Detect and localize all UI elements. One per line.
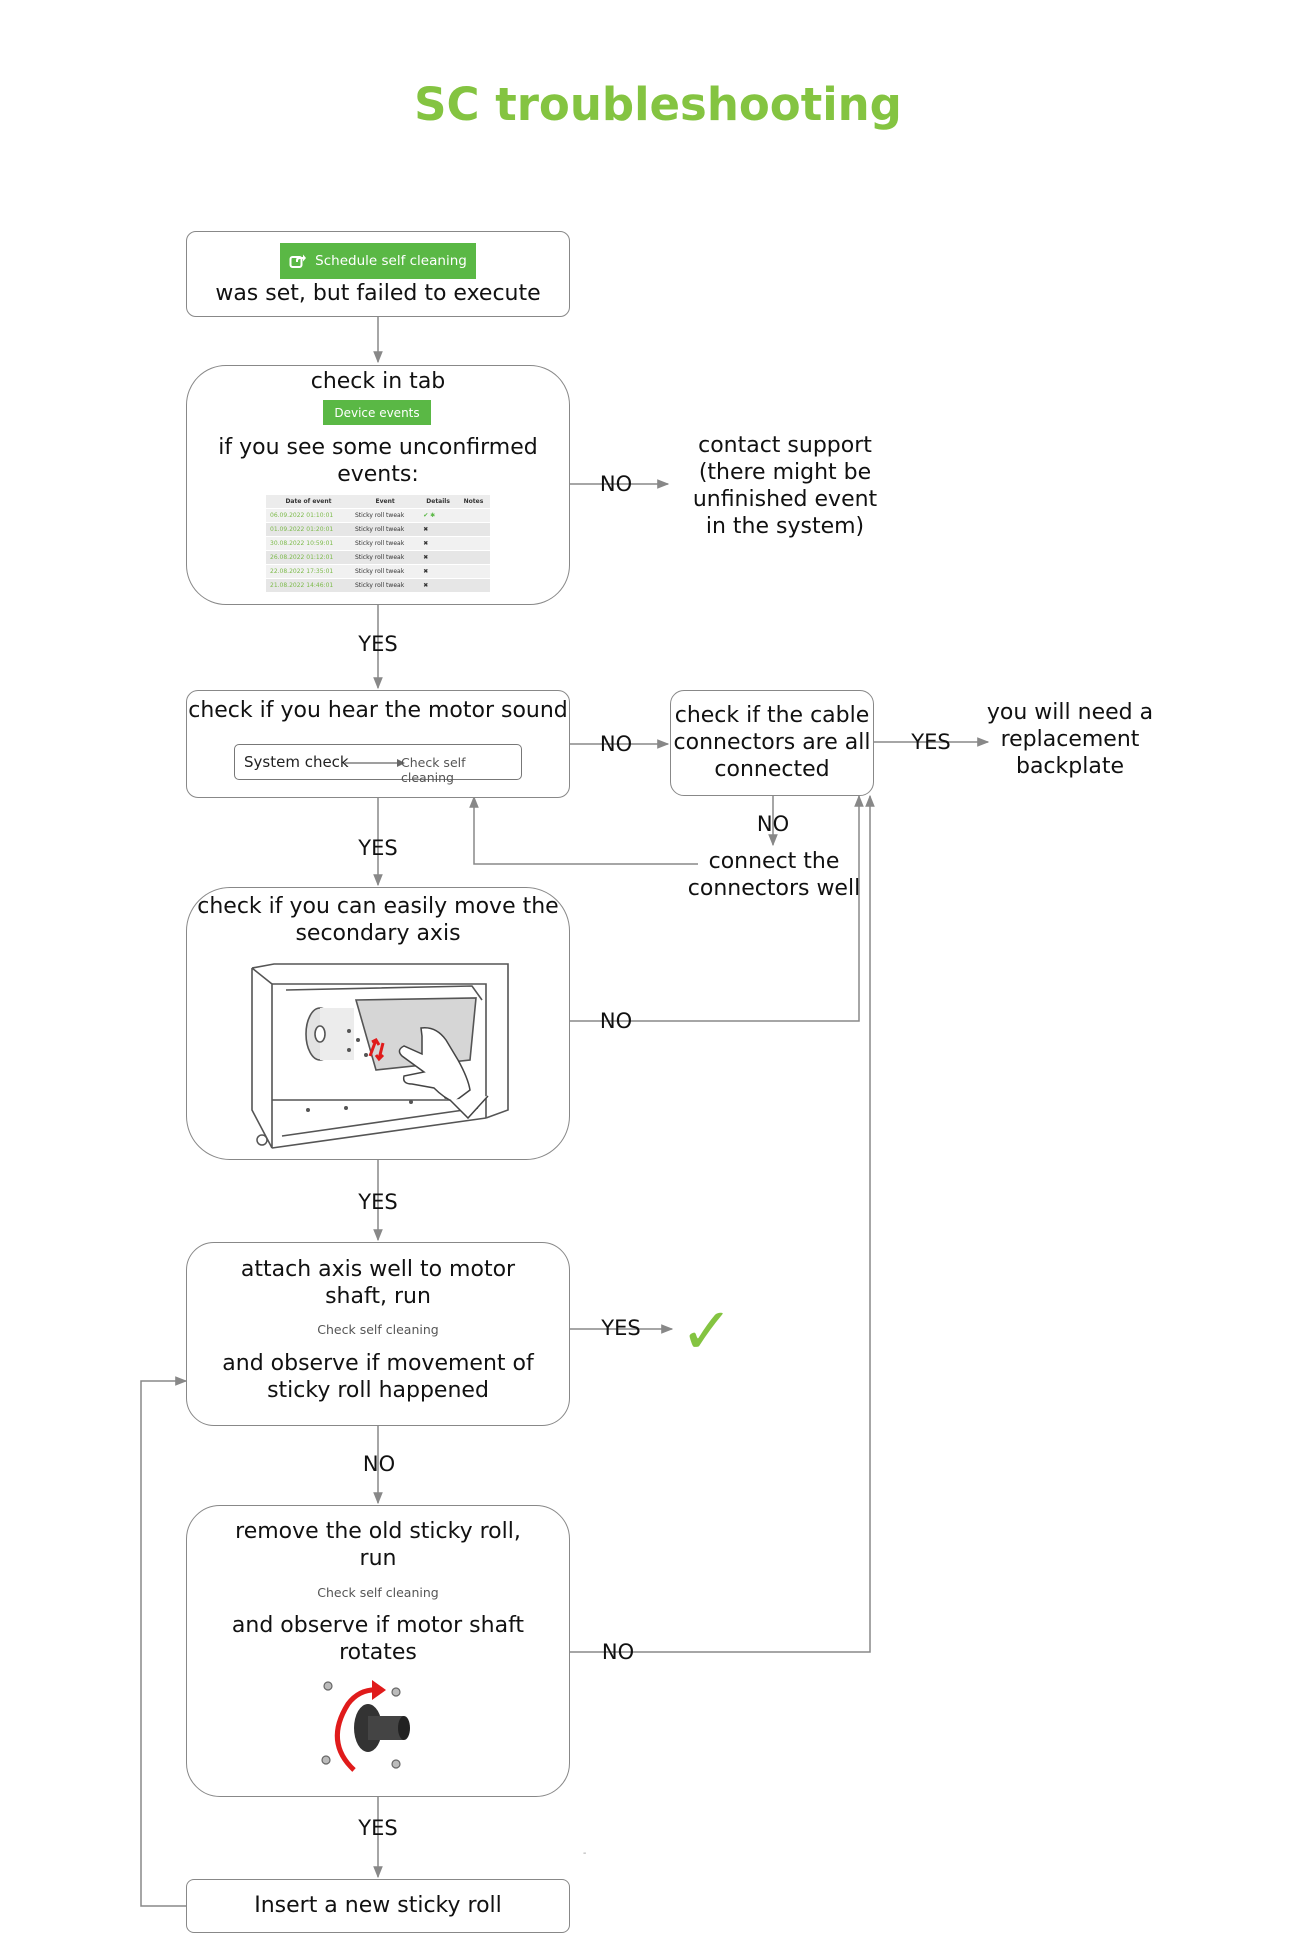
label-no: NO [599,732,633,756]
motor-shaft-illustration [321,1680,410,1772]
schedule-self-cleaning-button: Schedule self cleaning [280,243,476,279]
connect-connectors-text: connect the connectors well [687,849,861,901]
table-cell [456,564,490,579]
replacement-text: you will need a replacement backplate [986,700,1154,779]
label-no: NO [599,1009,633,1033]
checkmark-icon: ✓ [680,1295,734,1369]
stray-mark: - [583,1848,587,1859]
secondary-axis-text: check if you can easily move the seconda… [197,894,559,946]
table-cell: ✖ [419,550,457,565]
cable-connectors-text: check if the cable connectors are all co… [673,703,871,782]
menu-path: System check Check self cleaning [234,744,522,785]
system-check-label: System check [244,753,349,771]
motor-shaft-box [186,1505,570,1797]
table-cell [456,550,490,565]
share-icon [289,254,307,268]
table-cell [456,536,490,551]
table-cell: Sticky roll tweak [350,564,420,579]
schedule-self-cleaning-label: Schedule self cleaning [315,253,467,269]
table-cell: ✔ ✱ [419,508,457,523]
table-cell [456,522,490,537]
table-cell: 22.08.2022 17:35:01 [266,564,351,579]
table-cell: ✖ [419,522,457,537]
table-cell: 06.09.2022 01:10:01 [266,508,351,523]
table-cell: 01.09.2022 01:20:01 [266,522,351,537]
table-cell: Sticky roll tweak [350,508,420,523]
device-events-intro: check in tab [310,369,446,394]
table-cell: 26.08.2022 01:12:01 [266,550,351,565]
table-cell: Sticky roll tweak [350,550,420,565]
edge-box7-box5 [140,1376,188,1907]
table-header: Notes [456,495,490,509]
table-cell: 21.08.2022 14:46:01 [266,578,351,592]
label-yes: YES [358,1816,398,1840]
attach-axis-text: attach axis well to motor shaft, run [240,1257,516,1309]
check-self-cleaning-label: Check self cleaning [317,1322,439,1337]
check-self-cleaning-label: Check self cleaning [401,755,466,785]
label-yes: YES [358,1190,398,1214]
label-yes: YES [601,1316,641,1340]
device-events-table: Date of event Event Details Notes 06.09.… [266,495,490,592]
label-no: NO [362,1452,396,1476]
table-cell [456,578,490,592]
table-cell: ✖ [419,564,457,579]
remove-roll-text: remove the old sticky roll, run [235,1519,521,1571]
label-no: NO [599,472,633,496]
table-header: Date of event [266,495,351,509]
start-text: was set, but failed to execute [215,281,541,306]
table-cell: Sticky roll tweak [350,578,420,592]
label-yes: YES [911,730,951,754]
table-cell: ✖ [419,536,457,551]
device-events-tab: Device events [323,400,431,425]
label-no: NO [756,812,790,836]
cable-connectors-box [670,690,874,796]
label-no: NO [601,1640,635,1664]
observe-shaft-text: and observe if motor shaft rotates [231,1613,525,1665]
arrow-right-icon [345,759,405,767]
page-title: SC troubleshooting [414,78,902,131]
observe-movement-text: and observe if movement of sticky roll h… [222,1351,534,1403]
check-self-cleaning-label: Check self cleaning [317,1585,439,1600]
motor-sound-text: check if you hear the motor sound [188,698,568,723]
contact-support-text: contact support (there might be unfinish… [692,433,878,539]
table-cell: Sticky roll tweak [350,522,420,537]
table-cell: 30.08.2022 10:59:01 [266,536,351,551]
edge-box6-cable [570,794,875,1653]
insert-roll-text: Insert a new sticky roll [254,1893,502,1918]
insert-roll-box [186,1879,570,1933]
label-yes: YES [358,836,398,860]
edge-box4-cable [570,794,864,1022]
table-cell [456,508,490,523]
attach-axis-box [186,1242,570,1426]
device-illustration [251,963,509,1149]
edge-connect-box3 [469,795,698,865]
table-cell: Sticky roll tweak [350,536,420,551]
label-yes: YES [358,632,398,656]
table-header: Details [419,495,457,509]
table-header: Event [350,495,420,509]
device-events-question: if you see some unconfirmed events: [218,435,538,487]
table-cell: ✖ [419,578,457,592]
